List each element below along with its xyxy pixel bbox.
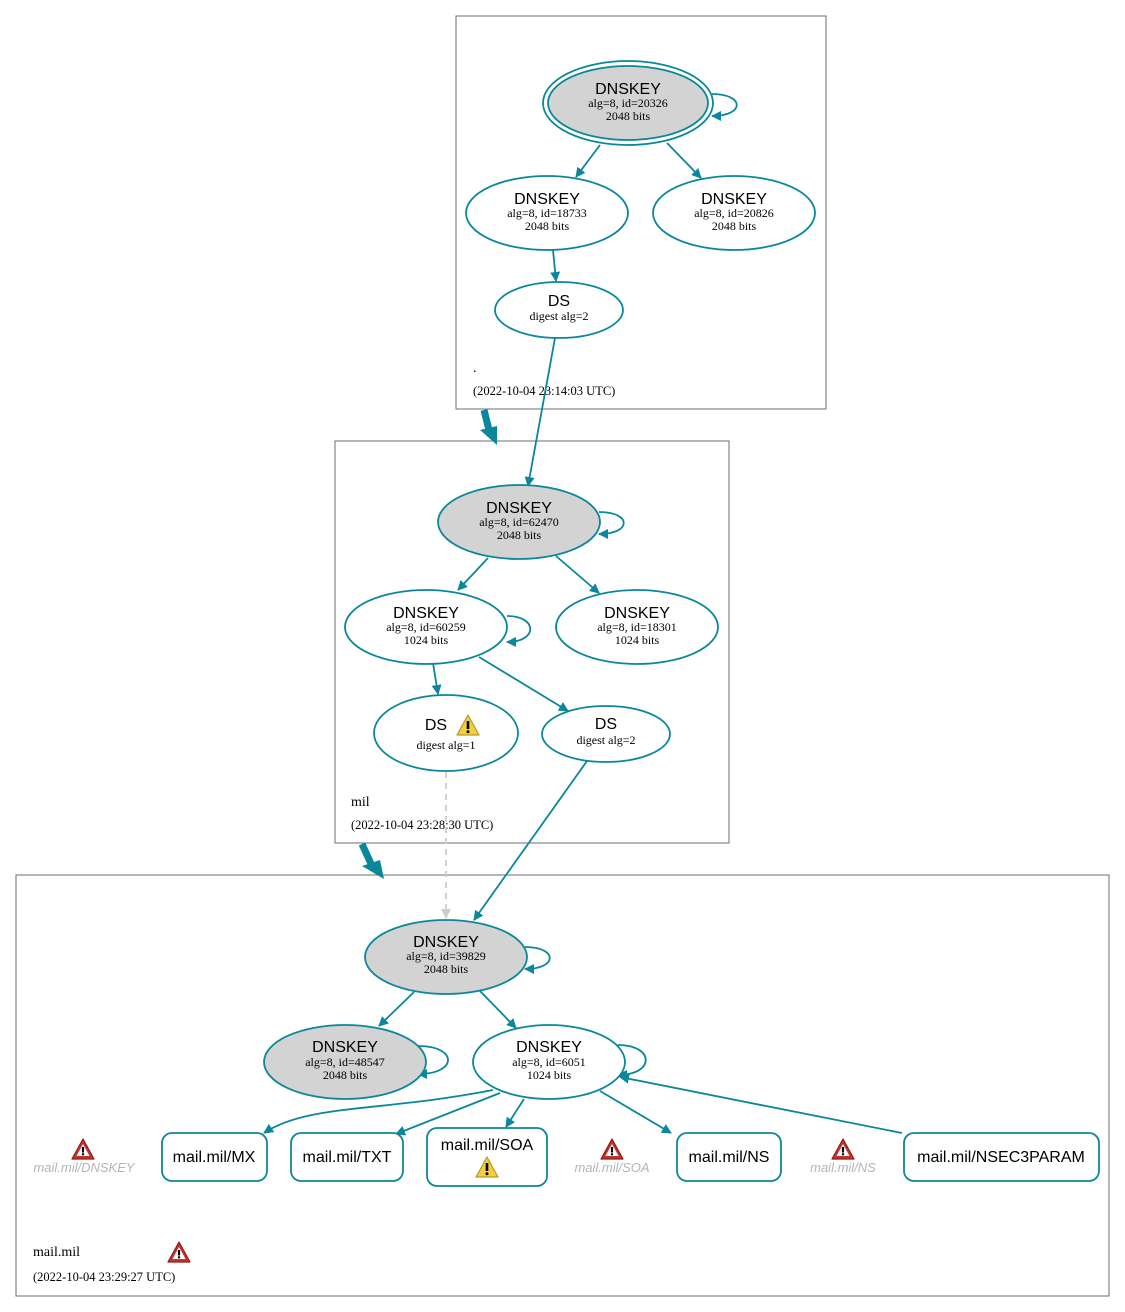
delegation-arrow-root-mil (480, 409, 497, 445)
signing-edge (555, 555, 600, 594)
node-title: DNSKEY (486, 500, 552, 517)
zone-name: mil (351, 795, 370, 810)
digest-edge (478, 656, 569, 712)
node-key-size: 2048 bits (323, 1068, 368, 1082)
node-title: DNSKEY (701, 191, 767, 208)
node-title: DS (548, 293, 570, 310)
node-key-info: alg=8, id=48547 (305, 1055, 385, 1069)
node-key-info: alg=8, id=60259 (386, 620, 466, 634)
node-key-size: 2048 bits (497, 528, 542, 542)
node-digest: digest alg=2 (576, 733, 635, 747)
node-digest: digest alg=1 (416, 738, 475, 752)
node-key-size: 1024 bits (615, 633, 660, 647)
self-sign-edge (417, 1045, 449, 1079)
error-triangle-icon (71, 1138, 95, 1160)
rrset-label: mail.mil/SOA (441, 1137, 534, 1154)
signing-edge (263, 1089, 494, 1134)
delegation-arrow-mil-mailmil (358, 842, 384, 879)
node-key-info: alg=8, id=18301 (597, 620, 677, 634)
node-key-info: alg=8, id=20326 (588, 96, 668, 110)
missing-rrset-label: mail.mil/SOA (574, 1160, 649, 1175)
node-title: DNSKEY (312, 1039, 378, 1056)
node-key-info: alg=8, id=39829 (406, 949, 486, 963)
node-digest: digest alg=2 (529, 309, 588, 323)
dnskey-node-62470[interactable]: DNSKEY alg=8, id=62470 2048 bits (437, 484, 601, 560)
rrset-nsec3param[interactable]: mail.mil/NSEC3PARAM (903, 1132, 1100, 1182)
self-sign-edge (598, 511, 625, 539)
self-sign-edge (711, 93, 738, 121)
node-title: DNSKEY (595, 81, 661, 98)
zone-name: mail.mil (33, 1245, 80, 1260)
node-key-size: 2048 bits (712, 219, 757, 233)
rrset-label: mail.mil/MX (173, 1149, 256, 1166)
dnskey-node-20826[interactable]: DNSKEY alg=8, id=20826 2048 bits (652, 175, 816, 251)
node-title: DNSKEY (604, 605, 670, 622)
rrset-mx[interactable]: mail.mil/MX (161, 1132, 268, 1182)
node-title: DNSKEY (413, 934, 479, 951)
zone-mail-mil: mail.mil (2022-10-04 23:29:27 UTC) (15, 874, 1110, 1297)
zone-timestamp: (2022-10-04 23:14:03 UTC) (473, 384, 615, 398)
missing-rrset-soa[interactable]: mail.mil/SOA (574, 1138, 650, 1175)
rrset-soa[interactable]: mail.mil/SOA (426, 1127, 548, 1187)
missing-rrset-label: mail.mil/DNSKEY (33, 1160, 135, 1175)
signing-edge (505, 1098, 525, 1128)
dnskey-node-39829[interactable]: DNSKEY alg=8, id=39829 2048 bits (364, 919, 528, 995)
node-key-info: alg=8, id=62470 (479, 515, 559, 529)
node-key-info: alg=8, id=20826 (694, 206, 774, 220)
node-title: DS (595, 716, 617, 733)
rrset-label: mail.mil/NS (689, 1149, 770, 1166)
node-title: DNSKEY (393, 605, 459, 622)
node-key-size: 2048 bits (525, 219, 570, 233)
dnskey-node-60259[interactable]: DNSKEY alg=8, id=60259 1024 bits (344, 589, 508, 665)
dnskey-node-18301[interactable]: DNSKEY alg=8, id=18301 1024 bits (555, 589, 719, 665)
node-key-info: alg=8, id=18733 (507, 206, 587, 220)
zone-timestamp: (2022-10-04 23:28:30 UTC) (351, 818, 493, 832)
node-title: DNSKEY (516, 1039, 582, 1056)
ds-to-dnskey-edge (524, 337, 556, 487)
signing-edge (479, 990, 517, 1029)
ds-node-digest-1[interactable]: DS digest alg=1 (373, 694, 519, 772)
zone-timestamp: (2022-10-04 23:29:27 UTC) (33, 1270, 175, 1284)
signing-edge (378, 991, 415, 1027)
rrset-label: mail.mil/NSEC3PARAM (917, 1149, 1085, 1166)
rrset-label: mail.mil/TXT (303, 1149, 392, 1166)
dnskey-node-20326[interactable]: DNSKEY alg=8, id=20326 2048 bits (542, 60, 714, 146)
rrset-txt[interactable]: mail.mil/TXT (290, 1132, 404, 1182)
dnskey-node-48547[interactable]: DNSKEY alg=8, id=48547 2048 bits (263, 1024, 427, 1100)
error-triangle-icon (167, 1241, 191, 1263)
missing-rrset-label: mail.mil/NS (810, 1160, 876, 1175)
node-key-size: 1024 bits (404, 633, 449, 647)
self-sign-edge (506, 615, 532, 647)
signing-edge (457, 557, 489, 591)
node-key-size: 2048 bits (606, 109, 651, 123)
signing-edge (395, 1092, 501, 1136)
zone-name: . (473, 361, 477, 376)
error-triangle-icon (600, 1138, 624, 1160)
signing-edge (666, 142, 702, 179)
error-triangle-icon (831, 1138, 855, 1160)
digest-edge (550, 249, 561, 282)
rrset-ns[interactable]: mail.mil/NS (676, 1132, 782, 1182)
nsec3param-edge (619, 1073, 903, 1134)
node-title: DNSKEY (514, 191, 580, 208)
missing-rrset-dnskey[interactable]: mail.mil/DNSKEY (33, 1138, 136, 1175)
zone-root: . (2022-10-04 23:14:03 UTC) (455, 15, 827, 410)
ds-to-dnskey-edge (473, 760, 588, 921)
ds-node-root[interactable]: DS digest alg=2 (494, 281, 624, 339)
ds-node-digest-2[interactable]: DS digest alg=2 (541, 705, 671, 763)
dnskey-node-18733[interactable]: DNSKEY alg=8, id=18733 2048 bits (465, 175, 629, 251)
edges (263, 93, 903, 1136)
node-key-size: 2048 bits (424, 962, 469, 976)
self-sign-edge (524, 946, 551, 974)
dnskey-node-6051[interactable]: DNSKEY alg=8, id=6051 1024 bits (472, 1024, 626, 1100)
zone-mil: mil (2022-10-04 23:28:30 UTC) (334, 440, 730, 844)
signing-edge (575, 144, 601, 178)
node-key-info: alg=8, id=6051 (512, 1055, 586, 1069)
node-key-size: 1024 bits (527, 1068, 572, 1082)
signing-edge (599, 1090, 672, 1134)
node-title: DS (425, 717, 447, 734)
digest-edge (431, 662, 442, 695)
missing-rrset-ns[interactable]: mail.mil/NS (810, 1138, 876, 1175)
